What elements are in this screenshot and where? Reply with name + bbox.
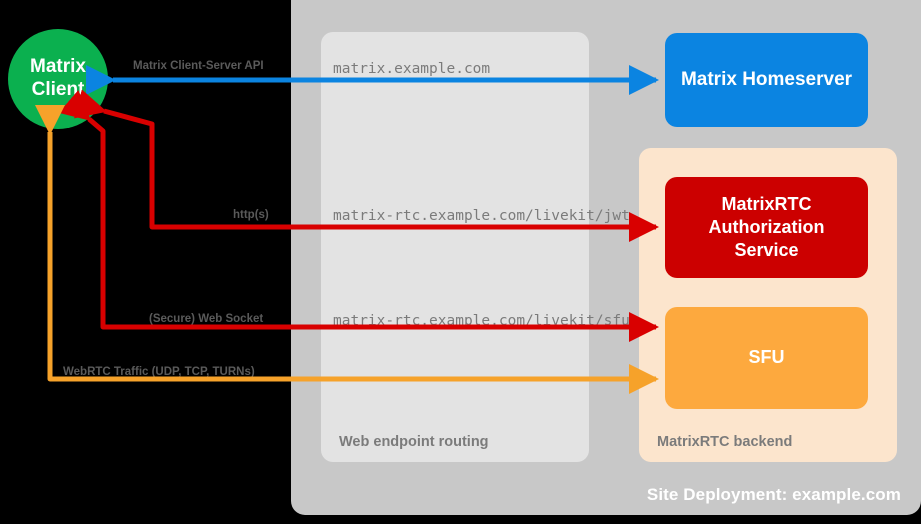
flow-label-client-server-api: Matrix Client-Server API [133, 60, 264, 72]
client-line-2: Client [31, 79, 85, 100]
node-matrixrtc-authorization-service: MatrixRTC Authorization Service [665, 177, 868, 278]
flow-label-http: http(s) [233, 209, 269, 221]
endpoint-url-matrix: matrix.example.com [333, 61, 491, 77]
site-deployment-label: Site Deployment: example.com [646, 485, 901, 504]
web-endpoint-routing-label: Web endpoint routing [339, 434, 489, 450]
node-matrix-client: Matrix Client [8, 29, 108, 129]
client-line-1: Matrix [30, 56, 86, 78]
web-endpoint-routing-panel: Web endpoint routing [321, 32, 589, 462]
matrixrtc-backend-label: MatrixRTC backend [657, 434, 793, 450]
node-matrixrtc-authorization-service-label: MatrixRTC Authorization Service [709, 193, 825, 262]
node-sfu: SFU [665, 307, 868, 409]
endpoint-url-livekit-jwt: matrix-rtc.example.com/livekit/jwt [333, 208, 630, 224]
node-matrix-client-label: Matrix Client [30, 56, 86, 102]
auth-line-3: Service [734, 240, 799, 261]
node-matrix-homeserver-label: Matrix Homeserver [680, 68, 853, 90]
node-matrix-homeserver: Matrix Homeserver [665, 33, 868, 127]
auth-line-2: Authorization [708, 216, 825, 237]
endpoint-url-livekit-sfu: matrix-rtc.example.com/livekit/sfu [333, 313, 630, 329]
auth-line-1: MatrixRTC [721, 193, 812, 214]
flow-label-webrtc-traffic: WebRTC Traffic (UDP, TCP, TURNs) [63, 366, 255, 378]
node-sfu-label: SFU [748, 347, 785, 368]
flow-label-web-socket: (Secure) Web Socket [149, 313, 264, 325]
